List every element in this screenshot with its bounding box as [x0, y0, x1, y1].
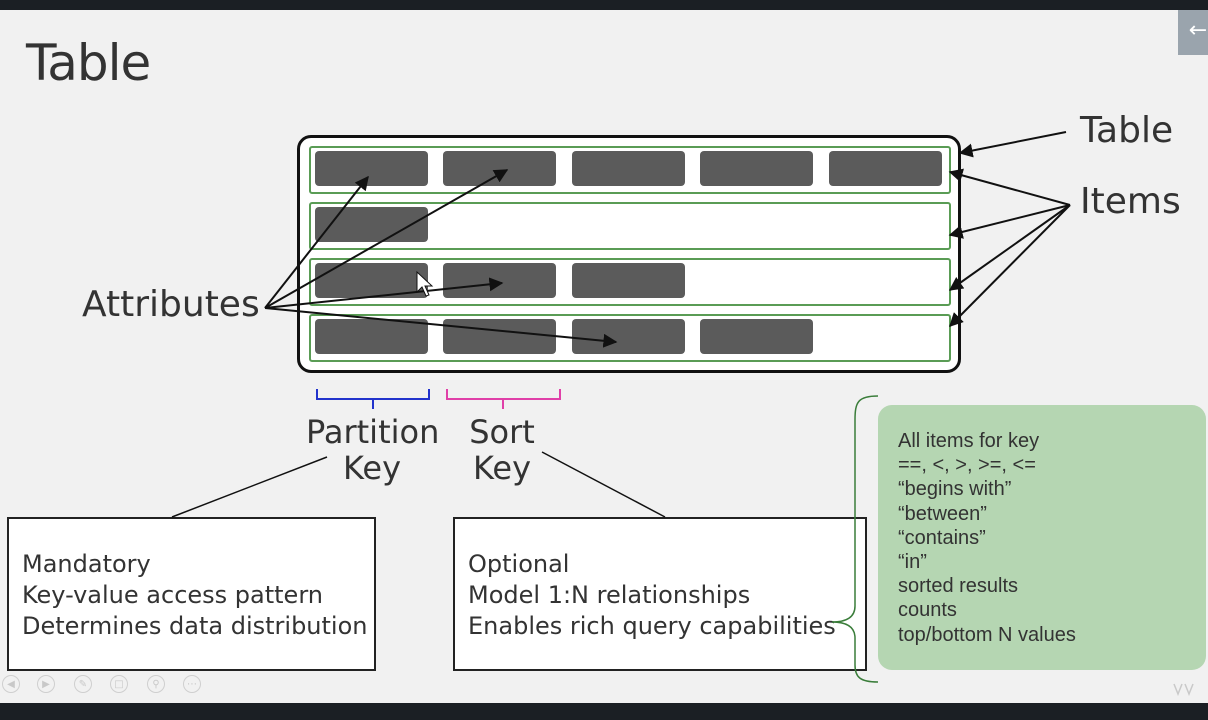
attribute-cell — [700, 319, 813, 354]
attribute-cell — [572, 263, 685, 298]
sort-key-line: Key — [472, 449, 531, 487]
bottom-bar — [0, 703, 1208, 720]
query-capability: counts — [898, 599, 957, 622]
attribute-arrow — [264, 307, 618, 348]
arrows-layer — [171, 131, 1071, 683]
attribute-arrow — [264, 175, 369, 309]
partition-key-brace — [316, 389, 430, 409]
copy-icon[interactable]: □ — [110, 675, 128, 693]
partition-connector — [171, 456, 328, 518]
attribute-arrow — [264, 277, 504, 309]
partition-box-line: Key-value access pattern — [22, 581, 323, 609]
slide: Table Table Items Attributes Partition K… — [0, 10, 1208, 703]
query-capability: top/bottom N values — [898, 623, 1076, 646]
items-arrow — [948, 204, 1071, 239]
attribute-cell — [572, 319, 685, 354]
partition-key-box: Mandatory Key-value access pattern Deter… — [7, 517, 376, 671]
query-capability: “begins with” — [898, 478, 1012, 501]
attribute-cell — [315, 319, 428, 354]
arrow-left-icon[interactable]: ← — [1178, 10, 1208, 55]
items-arrow — [948, 168, 1071, 206]
sort-box-line: Enables rich query capabilities — [468, 612, 836, 640]
query-capability: ==, <, >, >=, <= — [898, 454, 1036, 477]
query-capabilities-box: All items for key ==, <, >, >=, <= “begi… — [878, 405, 1206, 670]
sort-key-line: Sort — [469, 413, 535, 451]
query-capability: “contains” — [898, 526, 986, 549]
cursor-icon — [416, 270, 434, 297]
query-capability: “between” — [898, 502, 987, 525]
query-capability: “in” — [898, 551, 927, 574]
attribute-cell — [443, 319, 556, 354]
query-brace — [831, 395, 879, 683]
zoom-icon[interactable]: ⚲ — [147, 675, 165, 693]
more-icon[interactable]: ⋯ — [183, 675, 201, 693]
table-arrow — [958, 131, 1067, 158]
partition-box-line: Determines data distribution — [22, 612, 368, 640]
attribute-cell — [829, 151, 942, 186]
attribute-cell — [315, 151, 428, 186]
items-arrow — [948, 204, 1071, 291]
sort-box-line: Optional — [468, 550, 570, 578]
sort-box-line: Model 1:N relationships — [468, 581, 751, 609]
partition-key-label: Partition Key — [306, 413, 440, 487]
top-bar — [0, 0, 1208, 10]
partition-key-line: Partition — [306, 413, 440, 451]
sort-key-label: Sort Key — [460, 414, 544, 486]
sort-key-box: Optional Model 1:N relationships Enables… — [453, 517, 867, 671]
items-label: Items — [1080, 181, 1181, 222]
partition-key-line: Key — [342, 449, 401, 487]
watermark-logo — [1172, 682, 1206, 699]
query-capability: All items for key — [898, 430, 1040, 452]
sort-connector — [541, 451, 666, 518]
attribute-cell — [315, 207, 428, 242]
next-icon[interactable]: ▶ — [37, 675, 55, 693]
prev-icon[interactable]: ◀ — [2, 675, 20, 693]
query-capability: sorted results — [898, 575, 1019, 598]
items-arrow — [949, 204, 1071, 327]
table-label: Table — [1080, 110, 1174, 151]
pen-icon[interactable]: ✎ — [74, 675, 92, 693]
attribute-cell — [572, 151, 685, 186]
partition-box-line: Mandatory — [22, 550, 151, 578]
attribute-arrow — [264, 169, 509, 309]
sort-key-brace — [446, 389, 561, 409]
attributes-label: Attributes — [82, 284, 260, 325]
slide-title: Table — [26, 34, 151, 92]
attribute-cell — [700, 151, 813, 186]
